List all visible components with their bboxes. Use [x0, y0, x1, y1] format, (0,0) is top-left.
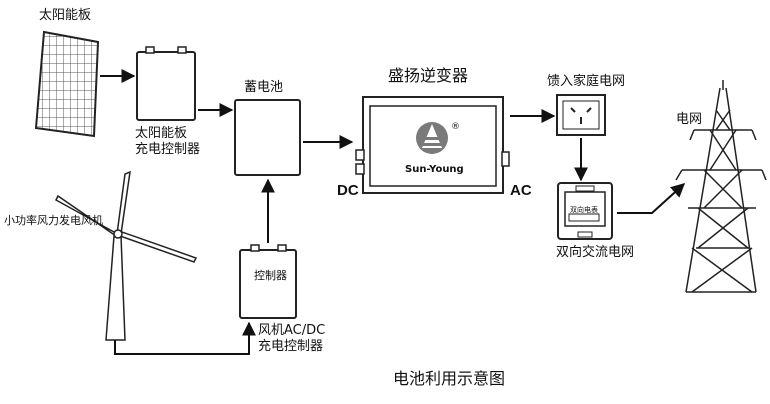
solar-controller-label-line2: 充电控制器 [135, 142, 201, 157]
brand-label: Sun-Young [405, 164, 464, 175]
controller-label: 控制器 [254, 269, 287, 282]
battery-box [234, 99, 301, 176]
grid-label: 电网 [676, 112, 703, 127]
dc-label: DC [337, 182, 359, 199]
diagram-caption: 电池利用示意图 [393, 369, 506, 388]
solar-panel-label: 太阳能板 [39, 8, 92, 23]
arrow-meter-to-grid [617, 183, 686, 214]
connectors [100, 69, 686, 355]
transmission-tower-icon [675, 80, 767, 293]
bidirectional-grid-label: 双向交流电网 [556, 245, 635, 260]
bidirectional-meter-icon [557, 182, 613, 240]
wind-controller-label-line1: 风机AC/DC [258, 323, 326, 338]
feed-grid-label: 馈入家庭电网 [547, 74, 626, 89]
solar-controller-label-line1: 太阳能板 [135, 126, 188, 141]
wind-turbine-label: 小功率风力发电风机 [4, 214, 103, 227]
sun-young-logo-icon [416, 122, 448, 154]
inverter-title: 盛扬逆变器 [388, 66, 469, 85]
meter-label: 双向电表 [570, 206, 598, 214]
ac-label: AC [510, 182, 532, 199]
battery-label: 蓄电池 [244, 80, 284, 95]
wall-socket-icon [556, 94, 606, 136]
wind-controller-label-line2: 充电控制器 [258, 339, 324, 354]
inverter-device [355, 96, 510, 194]
arrow-turbine-to-wind-controller [114, 321, 256, 355]
registered-mark: ® [451, 122, 460, 132]
wind-controller-box [239, 244, 297, 319]
solar-panel-icon [34, 30, 100, 138]
solar-charge-controller-box [136, 46, 196, 121]
wind-turbine-icon [55, 170, 198, 341]
